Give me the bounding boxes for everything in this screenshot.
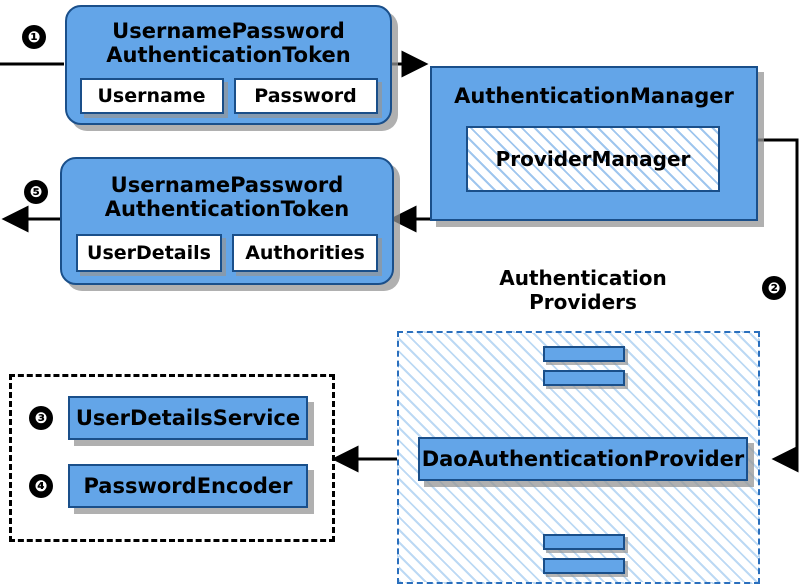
step-bullet-4: ❹ bbox=[29, 474, 53, 498]
provider-placeholder-top-1 bbox=[543, 346, 625, 362]
provider-manager-label: ProviderManager bbox=[495, 147, 691, 171]
provider-placeholder-top-2 bbox=[543, 370, 625, 386]
token-response-title-line1: UsernamePassword bbox=[110, 173, 344, 198]
providers-label-line1: Authentication bbox=[499, 266, 667, 290]
password-encoder-box: PasswordEncoder bbox=[68, 464, 308, 508]
step-bullet-1: ❶ bbox=[22, 25, 46, 49]
authentication-manager-title: AuthenticationManager bbox=[454, 84, 734, 108]
provider-manager-box: ProviderManager bbox=[466, 126, 720, 192]
token-response-title-line2: AuthenticationToken bbox=[104, 197, 350, 221]
dao-authentication-provider-label: DaoAuthenticationProvider bbox=[421, 447, 745, 471]
token-request-password-field: Password bbox=[233, 77, 378, 114]
user-details-service-label: UserDetailsService bbox=[75, 406, 301, 430]
step-bullet-5: ❺ bbox=[24, 180, 48, 204]
provider-placeholder-bottom-1 bbox=[543, 534, 625, 550]
username-password-authentication-token-response: UsernamePassword AuthenticationToken Use… bbox=[60, 157, 394, 285]
step-bullet-3: ❸ bbox=[29, 406, 53, 430]
token-request-title-line1: UsernamePassword bbox=[112, 19, 345, 44]
provider-placeholder-bottom-2 bbox=[543, 558, 625, 574]
providers-label-line2: Providers bbox=[529, 290, 637, 314]
user-details-services-group bbox=[9, 374, 335, 542]
dao-authentication-provider-box: DaoAuthenticationProvider bbox=[418, 437, 748, 481]
step-bullet-2: ❷ bbox=[762, 276, 786, 300]
password-encoder-label: PasswordEncoder bbox=[83, 474, 293, 498]
user-details-service-box: UserDetailsService bbox=[68, 396, 308, 440]
token-request-title-line2: AuthenticationToken bbox=[106, 43, 351, 67]
token-request-username-field: Username bbox=[79, 77, 224, 114]
token-response-userdetails-field: UserDetails bbox=[76, 233, 222, 272]
authentication-manager-box: AuthenticationManager ProviderManager bbox=[430, 66, 758, 221]
authentication-providers-label: Authentication Providers bbox=[480, 266, 686, 314]
token-response-authorities-field: Authorities bbox=[232, 233, 378, 272]
username-password-authentication-token-request: UsernamePassword AuthenticationToken Use… bbox=[65, 5, 392, 125]
